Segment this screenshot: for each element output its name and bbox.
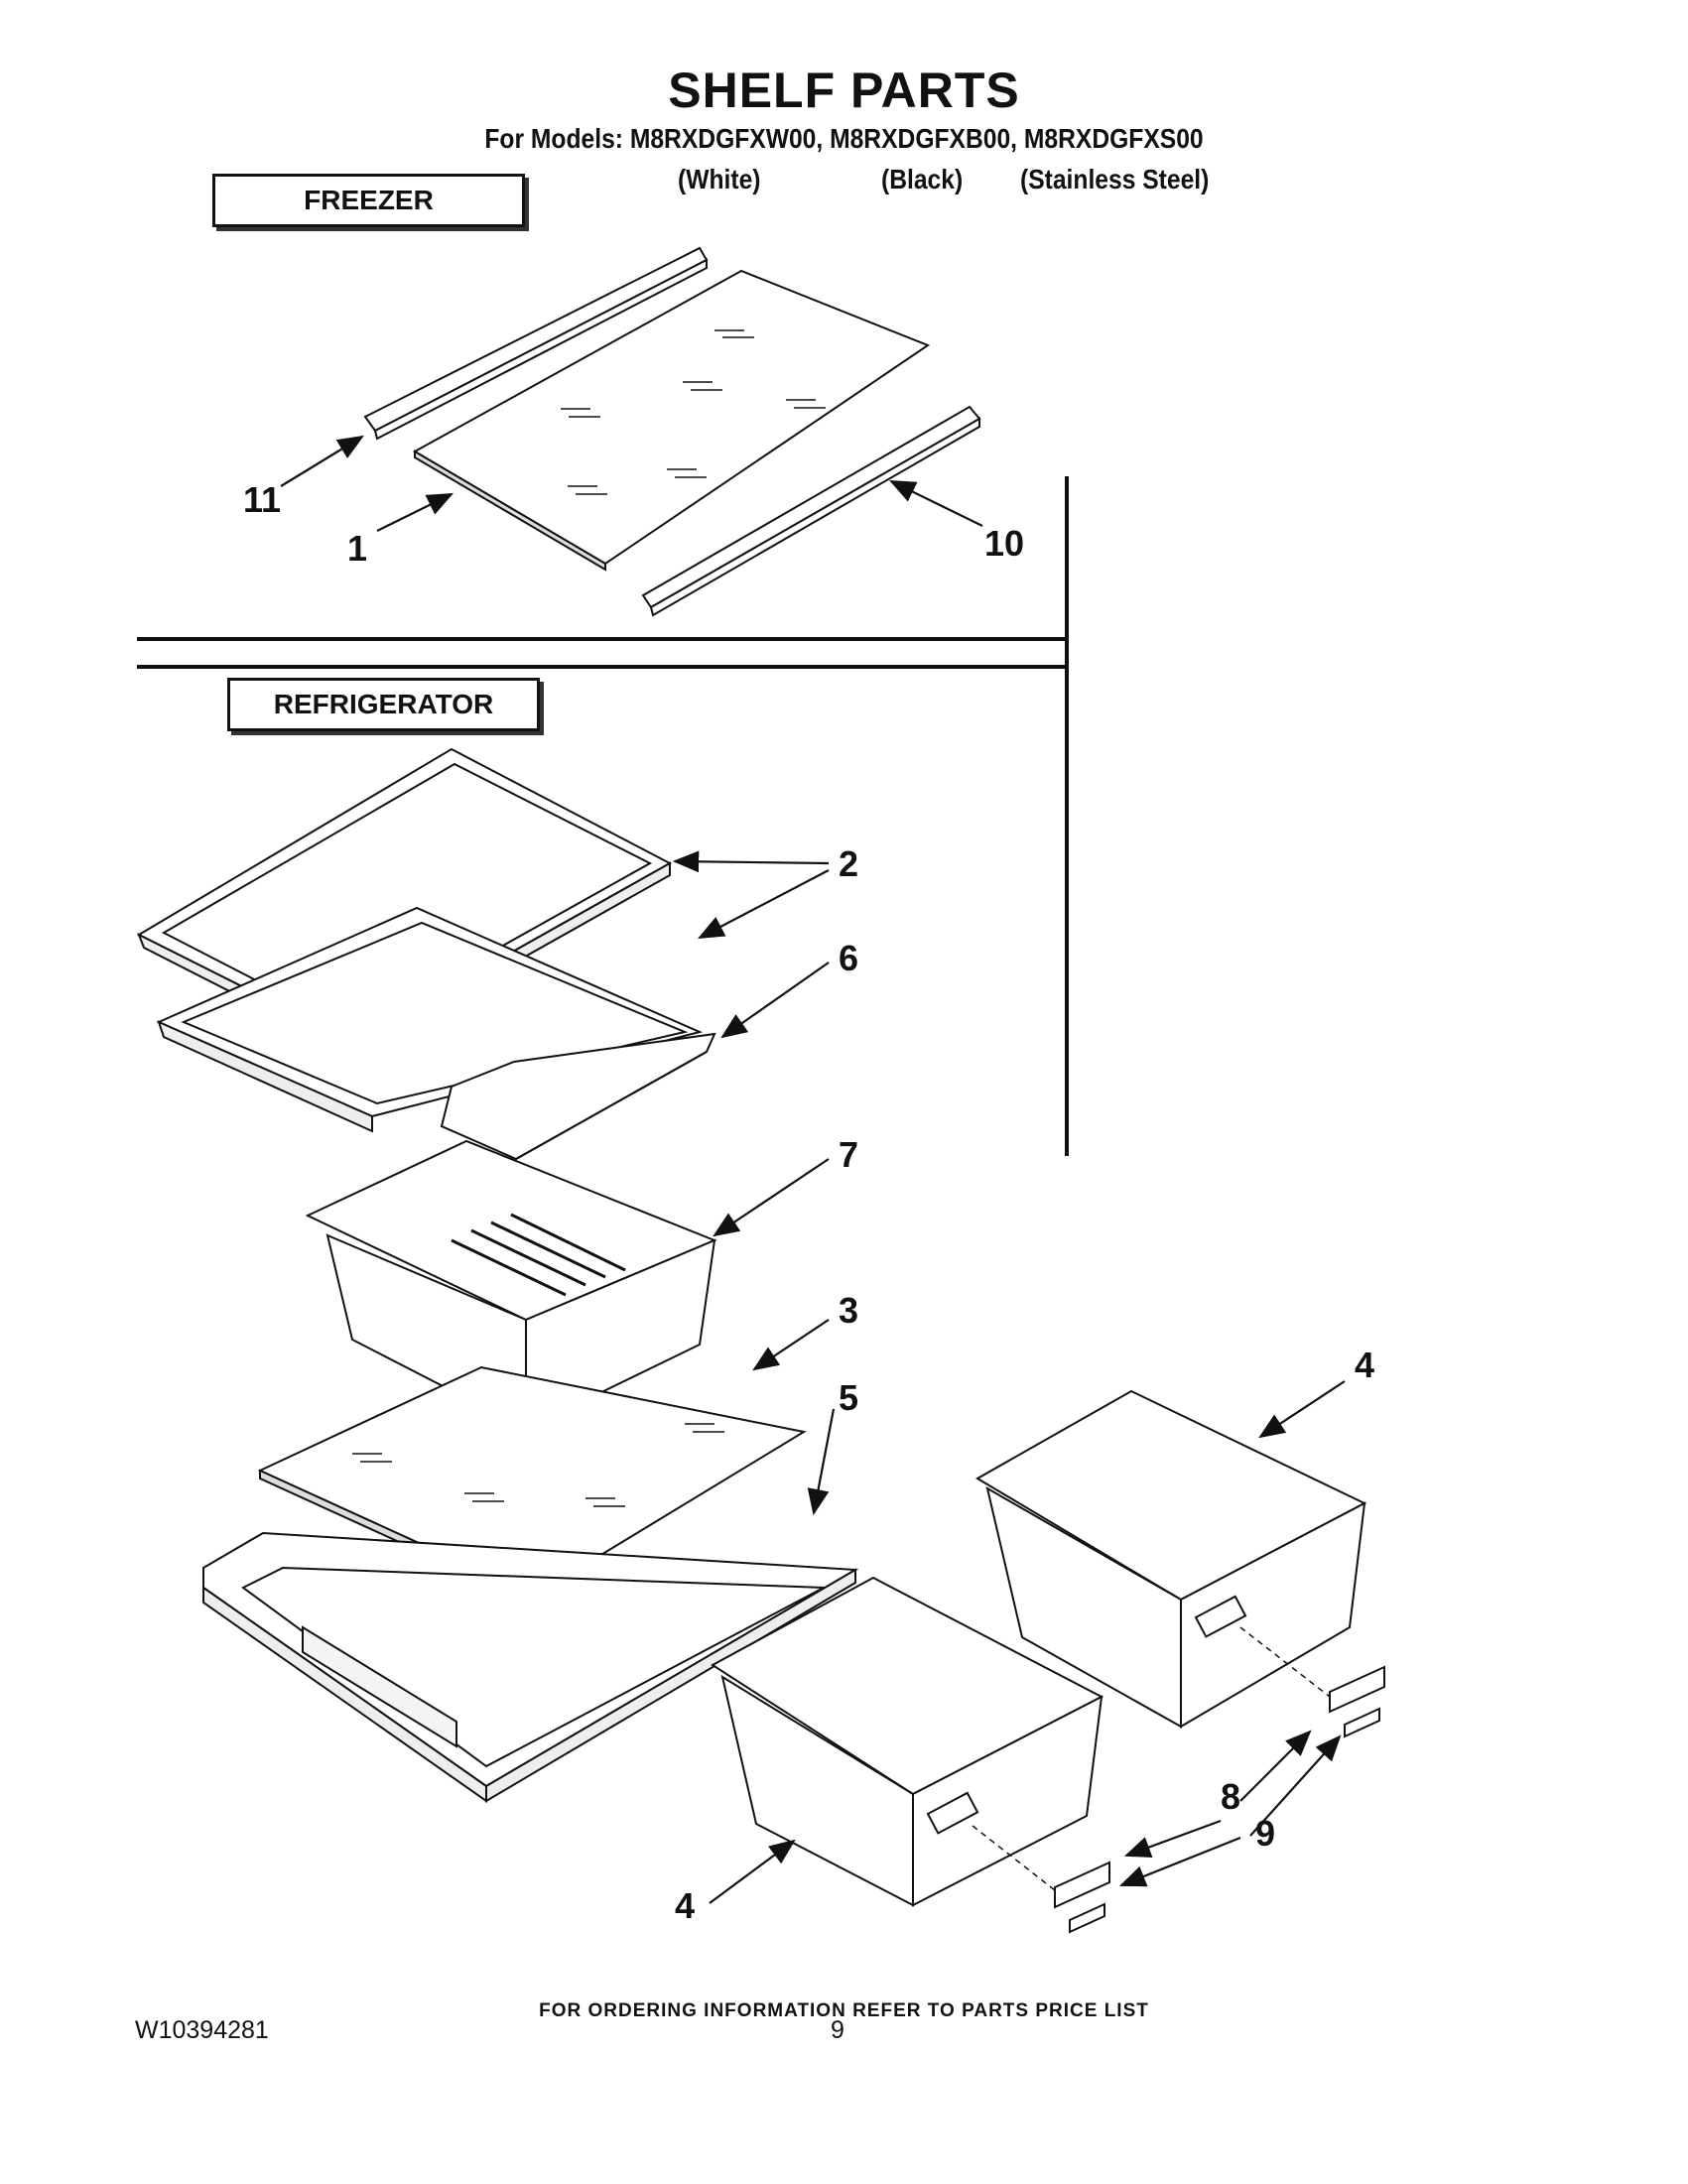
crisper-drawer-right <box>975 1389 1367 1729</box>
callout-10: 10 <box>984 523 1025 564</box>
freezer-front-trim-strip <box>641 405 981 617</box>
page-number: 9 <box>831 2016 844 2044</box>
callout-9: 9 <box>1255 1813 1276 1854</box>
crisper-cover-frame <box>202 1531 859 1803</box>
refrigerator-section-label: REFRIGERATOR <box>227 678 540 731</box>
freezer-section-label: FREEZER <box>212 174 525 227</box>
callout-8: 8 <box>1221 1776 1241 1817</box>
callout-1: 1 <box>347 528 368 569</box>
leader-dashed-lines <box>972 1626 1331 1891</box>
page-title: SHELF PARTS <box>668 63 1020 118</box>
crisper-drawer-left <box>711 1576 1104 1907</box>
callout-11: 11 <box>243 479 282 520</box>
color-label-black: (Black) <box>881 164 964 194</box>
freezer-glass-shelf <box>412 269 931 572</box>
callout-3: 3 <box>839 1290 859 1331</box>
callout-5: 5 <box>839 1377 859 1418</box>
callout-arrows <box>280 435 1346 1904</box>
callout-2: 2 <box>839 843 859 884</box>
callout-4-left: 4 <box>675 1885 696 1926</box>
models-subtitle: For Models: M8RXDGFXW00, M8RXDGFXB00, M8… <box>484 123 1204 154</box>
crisper-slide-rail <box>440 1032 716 1161</box>
callout-6: 6 <box>839 938 859 978</box>
document-number: W10394281 <box>135 2016 269 2044</box>
ordering-note: FOR ORDERING INFORMATION REFER TO PARTS … <box>539 2000 1149 2021</box>
callout-7: 7 <box>839 1134 859 1175</box>
section-dividers <box>137 476 1069 1156</box>
drawer-labels-and-caps <box>1054 1665 1385 1934</box>
color-label-stainless: (Stainless Steel) <box>1020 164 1210 194</box>
freezer-rear-trim-strip <box>363 246 709 441</box>
callout-4-right: 4 <box>1355 1345 1375 1385</box>
color-label-white: (White) <box>678 164 761 194</box>
